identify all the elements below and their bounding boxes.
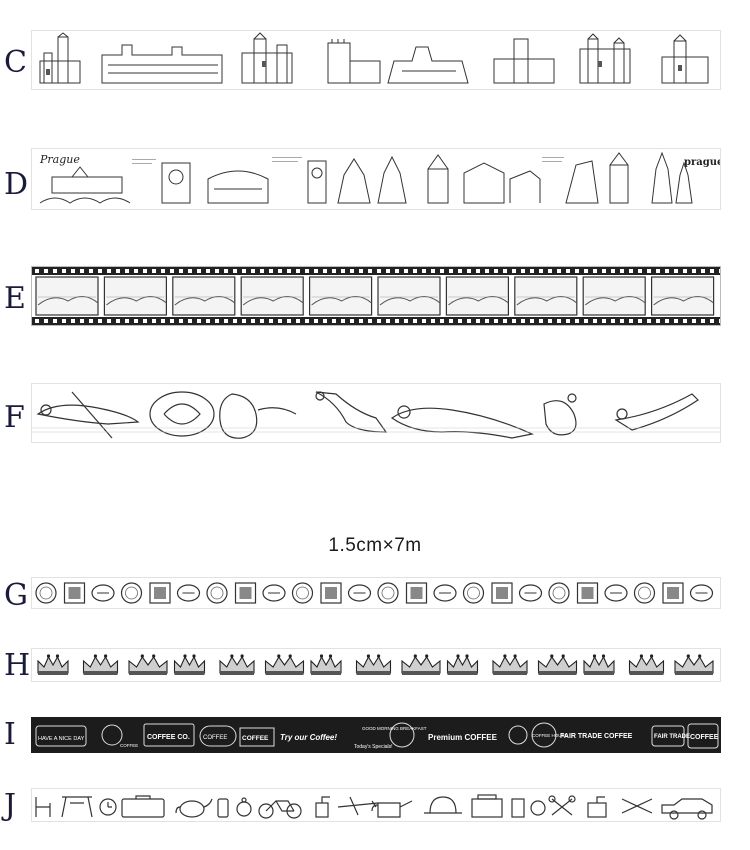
crown [128, 654, 168, 675]
crown [674, 654, 714, 675]
row-letter: I [4, 717, 16, 752]
film-frame [172, 276, 236, 316]
crown [310, 654, 342, 675]
prague-sketch-illustration: Prague prague [39, 151, 720, 204]
crown [173, 654, 206, 675]
stamp [491, 582, 513, 604]
stamp [320, 582, 342, 604]
crown [628, 654, 665, 675]
castles-sketch-illustration [39, 32, 709, 84]
washi-tape-film-strip [31, 266, 721, 326]
film-strip-illustration [32, 267, 720, 325]
travel-stamps-illustration [35, 582, 714, 604]
washi-tape-stamps [31, 577, 721, 609]
stamp [347, 584, 372, 602]
stamp [377, 582, 399, 604]
washi-tape-objects [31, 788, 721, 822]
stamp [689, 584, 714, 602]
coffee-label-7: GOOD MORNING BREAKFAST [362, 726, 427, 731]
row-letter: D [4, 167, 29, 202]
prague-label-right: prague [684, 157, 720, 168]
stamp [35, 582, 57, 604]
washi-tape-crowns [31, 648, 721, 682]
coffee-label-4: COFFEE [242, 735, 269, 742]
crown [446, 654, 479, 675]
row-letter: F [4, 400, 25, 435]
film-frame [35, 276, 99, 316]
film-frame [240, 276, 304, 316]
crowns-illustration [37, 654, 714, 675]
stamp [518, 584, 543, 602]
washi-tape-coffee: HAVE A NICE DAY COFFEE CO. COFFEE COFFEE… [31, 717, 721, 753]
row-letter: C [4, 45, 27, 80]
stamp [176, 584, 201, 602]
washi-tape-prague: Prague prague [31, 148, 721, 210]
film-frame [377, 276, 441, 316]
crown [355, 654, 392, 675]
stamp [63, 582, 86, 604]
film-frame [309, 276, 373, 316]
stamp [206, 582, 228, 604]
tape-size-label: 1.5cm×7m [328, 535, 422, 556]
crown [492, 654, 528, 675]
coffee-label-1: HAVE A NICE DAY [38, 736, 85, 742]
stamp [433, 584, 457, 602]
stamp [91, 584, 115, 602]
stamp [662, 582, 684, 604]
stamp [548, 582, 570, 604]
stamp [262, 584, 286, 602]
coffee-label-2: COFFEE CO. [147, 734, 190, 741]
stamp [633, 582, 656, 604]
crown [583, 654, 615, 675]
stamp [149, 582, 171, 604]
coffee-label-3: COFFEE [203, 735, 227, 741]
film-frame [445, 276, 509, 316]
washi-tape-castles [31, 30, 721, 90]
vintage-objects-illustration [35, 794, 713, 820]
coffee-labels-illustration: HAVE A NICE DAY COFFEE CO. COFFEE COFFEE… [32, 718, 720, 752]
crown [37, 654, 69, 675]
row-letter: H [4, 648, 31, 683]
stamp [120, 582, 143, 604]
film-frame [103, 276, 168, 316]
row-letter: G [4, 578, 28, 613]
coffee-label-8: Premium COFFEE [428, 733, 498, 742]
crown [537, 654, 578, 675]
coffee-label-10: FAIR TRADE COFFEE [560, 733, 633, 740]
coffee-label-12: COFFEE [690, 734, 719, 741]
prague-label-left: Prague [39, 153, 80, 166]
coffee-label-5: Try our Coffee! [280, 733, 337, 742]
stamp [604, 584, 628, 602]
crown [401, 654, 441, 675]
crown [219, 654, 255, 675]
row-letter: E [4, 281, 26, 316]
stamp [291, 582, 314, 604]
film-frame [650, 276, 715, 316]
coffee-label-11: FAIR TRADE [654, 734, 690, 740]
coffee-label-6: Today's Specials! [354, 744, 392, 750]
crown [82, 654, 119, 675]
washi-tape-statues [31, 383, 721, 443]
coffee-label-9: COFFEE HOUSE [532, 733, 568, 738]
stamp [462, 582, 485, 604]
row-letter: J [4, 788, 17, 823]
classical-statues-illustration [32, 391, 720, 439]
crown [264, 654, 305, 675]
stamp [405, 582, 428, 604]
film-frame [514, 276, 578, 316]
stamp [576, 582, 599, 604]
coffee-label-13: COFFEE [120, 743, 138, 748]
stamp [234, 582, 257, 604]
film-frame [582, 276, 646, 316]
